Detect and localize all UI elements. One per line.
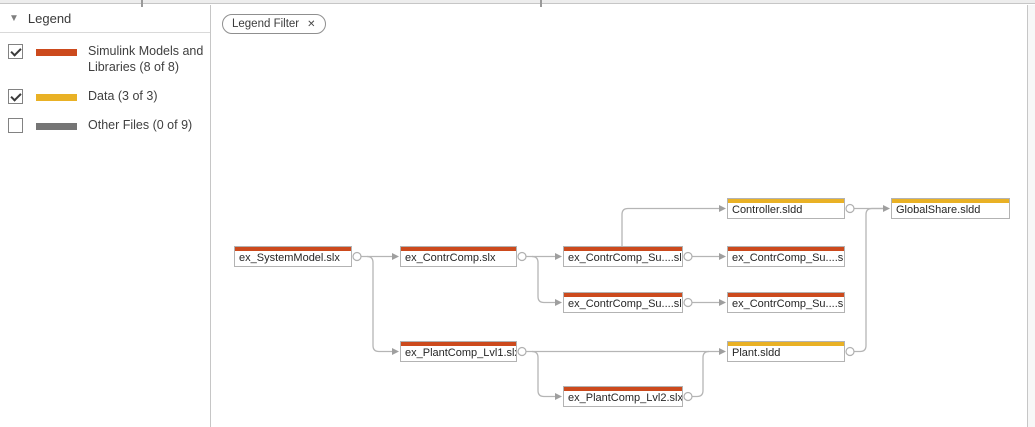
data-color-bar: [728, 199, 844, 203]
node-ex-plantcomp-lvl1[interactable]: ex_PlantComp_Lvl1.slx: [400, 341, 517, 362]
model-color-bar: [728, 247, 844, 251]
node-label: ex_ContrComp.slx: [405, 252, 496, 264]
node-ex-plantcomp-lvl2[interactable]: ex_PlantComp_Lvl2.slx: [563, 386, 683, 407]
models-checkbox[interactable]: [8, 44, 23, 59]
vertical-scrollbar[interactable]: [1027, 5, 1035, 427]
node-label: ex_ContrComp_Su....slx: [568, 252, 682, 264]
node-label: ex_ContrComp_Su....slx: [732, 298, 844, 310]
legend-header: ▼ Legend: [0, 5, 210, 33]
node-ex-contrcomp-sub3[interactable]: ex_ContrComp_Su....slx: [563, 292, 683, 313]
models-label: Simulink Models and Libraries (8 of 8): [88, 44, 204, 74]
node-label: Controller.sldd: [732, 204, 803, 216]
model-color-bar: [235, 247, 351, 251]
close-icon[interactable]: ✕: [307, 18, 316, 30]
splitter-handle[interactable]: [141, 0, 143, 7]
data-checkbox[interactable]: [8, 89, 23, 104]
node-globalshare-sldd[interactable]: GlobalShare.sldd: [891, 198, 1010, 219]
node-controller-sldd[interactable]: Controller.sldd: [727, 198, 845, 219]
node-ex-contrcomp-sub4[interactable]: ex_ContrComp_Su....slx: [727, 292, 845, 313]
data-color-swatch: [36, 94, 77, 101]
other-files-checkbox[interactable]: [8, 118, 23, 133]
legend-row-data: Data (3 of 3): [8, 88, 204, 104]
legend-panel: ▼ Legend Simulink Models and Libraries (…: [0, 5, 211, 427]
data-label: Data (3 of 3): [88, 89, 158, 103]
legend-filter-chip[interactable]: Legend Filter ✕: [222, 14, 326, 34]
graph-canvas[interactable]: Legend Filter ✕: [212, 0, 1027, 427]
models-color-swatch: [36, 49, 77, 56]
node-ex-contrcomp[interactable]: ex_ContrComp.slx: [400, 246, 517, 267]
data-color-bar: [728, 342, 844, 346]
node-plant-sldd[interactable]: Plant.sldd: [727, 341, 845, 362]
legend-title: Legend: [27, 11, 72, 26]
node-label: ex_ContrComp_Su....slx: [568, 298, 682, 310]
splitter-handle[interactable]: [540, 0, 542, 7]
legend-row-models: Simulink Models and Libraries (8 of 8): [8, 43, 204, 75]
other-files-label: Other Files (0 of 9): [88, 118, 193, 132]
model-color-bar: [564, 293, 682, 297]
data-color-bar: [892, 199, 1009, 203]
node-label: ex_PlantComp_Lvl2.slx: [568, 392, 682, 404]
node-label: GlobalShare.sldd: [896, 204, 981, 216]
node-ex-contrcomp-sub1[interactable]: ex_ContrComp_Su....slx: [563, 246, 683, 267]
node-label: Plant.sldd: [732, 347, 781, 359]
collapse-triangle-icon[interactable]: ▼: [9, 12, 19, 24]
model-color-bar: [728, 293, 844, 297]
node-label: ex_PlantComp_Lvl1.slx: [405, 347, 516, 359]
model-color-bar: [564, 247, 682, 251]
legend-filter-chip-label: Legend Filter: [232, 18, 300, 30]
model-color-bar: [401, 247, 516, 251]
node-label: ex_ContrComp_Su....slx: [732, 252, 844, 264]
top-splitter-bar: [0, 0, 1035, 7]
node-ex-systemmodel[interactable]: ex_SystemModel.slx: [234, 246, 352, 267]
legend-row-other: Other Files (0 of 9): [8, 117, 204, 133]
other-color-swatch: [36, 123, 77, 130]
legend-items: Simulink Models and Libraries (8 of 8) D…: [0, 33, 210, 133]
model-color-bar: [401, 342, 516, 346]
node-label: ex_SystemModel.slx: [239, 252, 340, 264]
model-color-bar: [564, 387, 682, 391]
node-ex-contrcomp-sub2[interactable]: ex_ContrComp_Su....slx: [727, 246, 845, 267]
